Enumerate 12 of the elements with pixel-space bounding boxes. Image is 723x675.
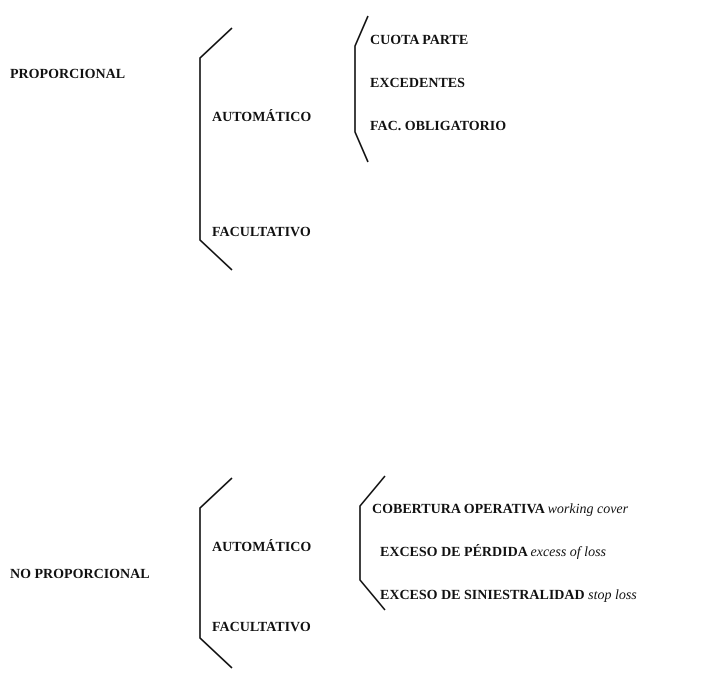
category-label: COBERTURA OPERATIVA working cover: [372, 501, 628, 519]
category-label: FACULTATIVO: [212, 224, 311, 242]
category-label: EXCEDENTES: [370, 75, 465, 93]
category-label: AUTOMÁTICO: [212, 109, 312, 127]
category-label: PROPORCIONAL: [10, 66, 126, 84]
category-label: NO PROPORCIONAL: [10, 566, 150, 584]
category-label: EXCESO DE PÉRDIDA excess of loss: [380, 544, 606, 562]
category-label: FACULTATIVO: [212, 619, 311, 637]
category-label: CUOTA PARTE: [370, 32, 468, 50]
category-label: AUTOMÁTICO: [212, 539, 312, 557]
category-label: EXCESO DE SINIESTRALIDAD stop loss: [380, 587, 637, 605]
category-label: FAC. OBLIGATORIO: [370, 118, 506, 136]
